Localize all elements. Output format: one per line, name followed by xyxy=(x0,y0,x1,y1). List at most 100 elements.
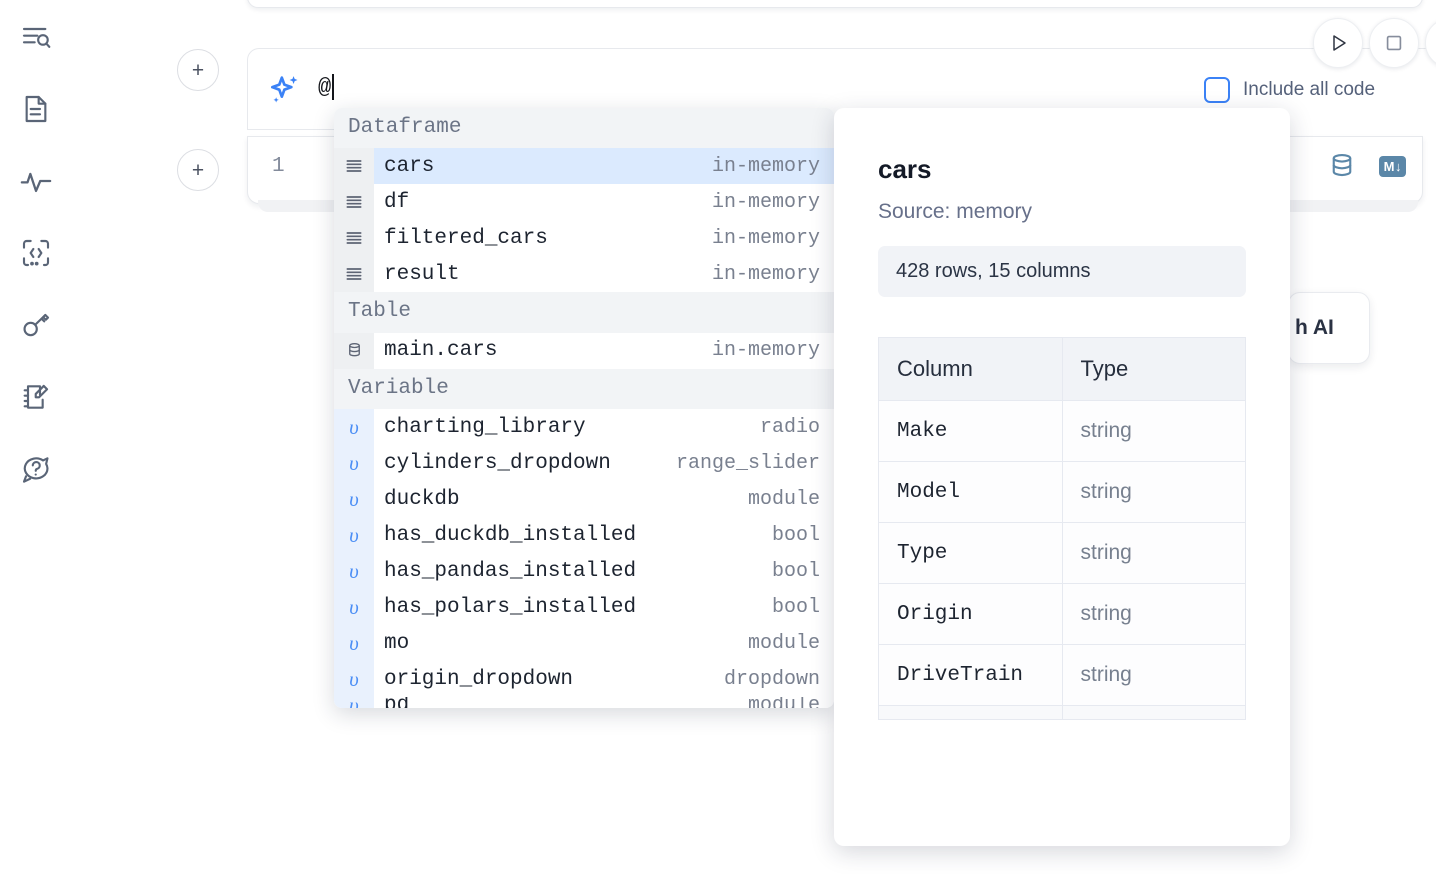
sidebar-rail xyxy=(0,0,72,874)
autocomplete-item-type: module xyxy=(748,697,834,708)
autocomplete-item-name: pd xyxy=(384,697,409,708)
run-button[interactable] xyxy=(1313,18,1363,68)
dataframe-icon xyxy=(334,256,374,293)
help-chat-icon[interactable] xyxy=(17,450,55,488)
variable-icon: υ xyxy=(334,409,374,446)
ai-prompt-input[interactable]: @ xyxy=(318,74,335,100)
variable-icon: υ xyxy=(334,553,374,590)
autocomplete-item-type: in-memory xyxy=(711,262,820,286)
variable-icon: υ xyxy=(334,445,374,482)
database-icon[interactable] xyxy=(1327,151,1357,181)
key-icon[interactable] xyxy=(17,306,55,344)
generate-with-ai-button[interactable]: h AI xyxy=(1288,292,1370,364)
autocomplete-item-type: bool xyxy=(771,523,820,547)
autocomplete-item-type: radio xyxy=(759,415,820,439)
include-all-code-checkbox[interactable] xyxy=(1204,76,1230,103)
add-cell-button-bottom[interactable]: + xyxy=(177,149,219,191)
stop-button[interactable] xyxy=(1369,18,1419,68)
markdown-arrow: ↓ xyxy=(1395,158,1402,174)
text-caret xyxy=(332,74,335,100)
code-snippet-icon[interactable] xyxy=(17,234,55,272)
autocomplete-item-name: mo xyxy=(384,631,410,655)
detail-source: Source: memory xyxy=(878,200,1033,223)
autocomplete-item[interactable]: υ cylinders_dropdown range_slider xyxy=(334,445,834,482)
autocomplete-item-name: df xyxy=(384,190,410,214)
autocomplete-item-body: cylinders_dropdown range_slider xyxy=(374,445,834,481)
document-icon[interactable] xyxy=(17,90,55,128)
autocomplete-item-name: filtered_cars xyxy=(384,226,548,250)
table-database-icon xyxy=(334,332,374,369)
schema-table-header-cell: Column xyxy=(878,337,1063,401)
autocomplete-item-name: cylinders_dropdown xyxy=(384,451,611,475)
schema-column-name: Model xyxy=(878,461,1063,523)
autocomplete-group-header: Variable xyxy=(334,368,834,410)
schema-column-name: Type xyxy=(878,522,1063,584)
autocomplete-item[interactable]: filtered_cars in-memory xyxy=(334,220,834,257)
schema-column-name: DriveTrain xyxy=(878,644,1063,706)
autocomplete-item-name: has_polars_installed xyxy=(384,595,637,619)
schema-column-type xyxy=(1061,705,1246,720)
notebook-edit-icon[interactable] xyxy=(17,378,55,416)
schema-column-name: Origin xyxy=(878,583,1063,645)
autocomplete-item-type: range_slider xyxy=(675,451,820,475)
autocomplete-item-type: in-memory xyxy=(711,339,820,363)
autocomplete-item-name: has_pandas_installed xyxy=(384,559,637,583)
autocomplete-item-type: in-memory xyxy=(711,154,820,178)
schema-column-name: Make xyxy=(878,400,1063,462)
dataframe-detail-popover: cars Source: memory 428 rows, 15 columns… xyxy=(834,108,1290,846)
schema-column-type: string xyxy=(1061,400,1246,462)
variable-icon: υ xyxy=(334,697,374,708)
autocomplete-item[interactable]: υpd module xyxy=(334,697,834,708)
search-outline-icon[interactable] xyxy=(17,18,55,56)
dataframe-icon xyxy=(334,220,374,257)
markdown-icon[interactable]: M ↓ xyxy=(1378,155,1406,177)
variable-icon: υ xyxy=(334,517,374,554)
add-cell-button-top[interactable]: + xyxy=(177,49,219,91)
autocomplete-item-body: has_duckdb_installed bool xyxy=(374,517,834,553)
schema-column-type: string xyxy=(1061,644,1246,706)
dataframe-icon xyxy=(334,148,374,185)
autocomplete-item-type: module xyxy=(747,487,820,511)
variable-icon: υ xyxy=(334,625,374,662)
autocomplete-item-body: pd module xyxy=(374,697,834,708)
autocomplete-item-name: has_duckdb_installed xyxy=(384,523,637,547)
autocomplete-group-header: Dataframe xyxy=(334,108,834,149)
autocomplete-item-name: origin_dropdown xyxy=(384,667,574,691)
schema-column-name xyxy=(878,705,1063,720)
autocomplete-group-header: Table xyxy=(334,292,834,333)
line-number: 1 xyxy=(272,155,285,178)
autocomplete-item-body: filtered_cars in-memory xyxy=(374,220,834,256)
detail-title: cars xyxy=(878,154,932,184)
autocomplete-item[interactable]: υ has_duckdb_installed bool xyxy=(334,517,834,554)
schema-column-type: string xyxy=(1061,522,1246,584)
cell-icon-group: M ↓ xyxy=(1327,151,1406,181)
autocomplete-item-type: dropdown xyxy=(723,667,820,691)
autocomplete-item-type: in-memory xyxy=(711,226,820,250)
activity-icon[interactable] xyxy=(17,162,55,200)
schema-column-type: string xyxy=(1061,583,1246,645)
